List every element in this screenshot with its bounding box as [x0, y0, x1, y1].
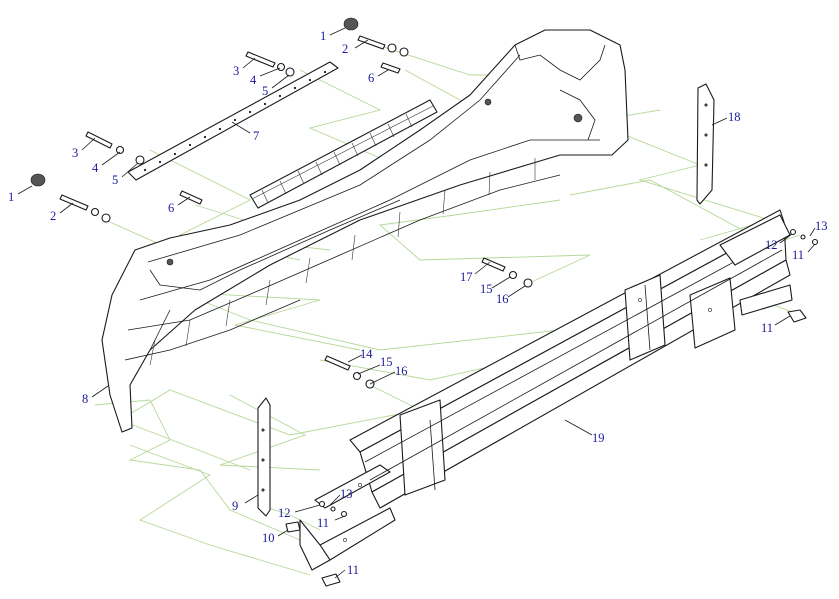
callout-label: 4 — [250, 73, 257, 87]
callout-label: 6 — [368, 71, 374, 85]
callout-label: 5 — [112, 173, 118, 187]
callout-label: 2 — [50, 209, 56, 223]
callout-label: 15 — [380, 355, 393, 369]
callout-label: 11 — [761, 321, 773, 335]
callout-label: 13 — [815, 219, 828, 233]
callout-label: 4 — [92, 161, 99, 175]
perforated-strip-part — [127, 61, 339, 181]
callout-label: 15 — [480, 282, 493, 296]
left-side-bracket-part — [257, 397, 271, 517]
callout-label: 3 — [233, 64, 239, 78]
bumper-shell-part — [101, 29, 629, 433]
callout-label: 17 — [460, 270, 473, 284]
callout-label: 5 — [262, 84, 268, 98]
callout-label: 1 — [320, 29, 326, 43]
callout-label: 9 — [232, 499, 238, 513]
callout-label: 12 — [765, 238, 778, 252]
callout-label: 11 — [317, 516, 329, 530]
callout-label: 7 — [253, 129, 259, 143]
callout-label: 10 — [262, 531, 275, 545]
callout-label: 1 — [8, 190, 14, 204]
callout-label: 14 — [360, 347, 373, 361]
callout-labels: 1 2 3 4 5 6 7 3 4 5 1 2 6 8 9 10 11 11 1… — [8, 29, 828, 577]
callout-label: 18 — [728, 110, 741, 124]
right-side-bracket-part — [696, 83, 715, 205]
frame-assembly-part — [299, 209, 793, 571]
callout-label: 8 — [82, 392, 88, 406]
callout-label: 13 — [340, 487, 353, 501]
callout-label: 11 — [792, 248, 804, 262]
callout-label: 2 — [342, 42, 348, 56]
callout-label: 16 — [496, 292, 509, 306]
leader-lines — [17, 27, 816, 579]
callout-label: 16 — [395, 364, 408, 378]
callout-label: 12 — [278, 506, 291, 520]
callout-label: 6 — [168, 201, 174, 215]
callout-label: 3 — [72, 146, 78, 160]
callout-label: 19 — [592, 431, 605, 445]
fasteners — [30, 17, 819, 587]
callout-label: 11 — [347, 563, 359, 577]
